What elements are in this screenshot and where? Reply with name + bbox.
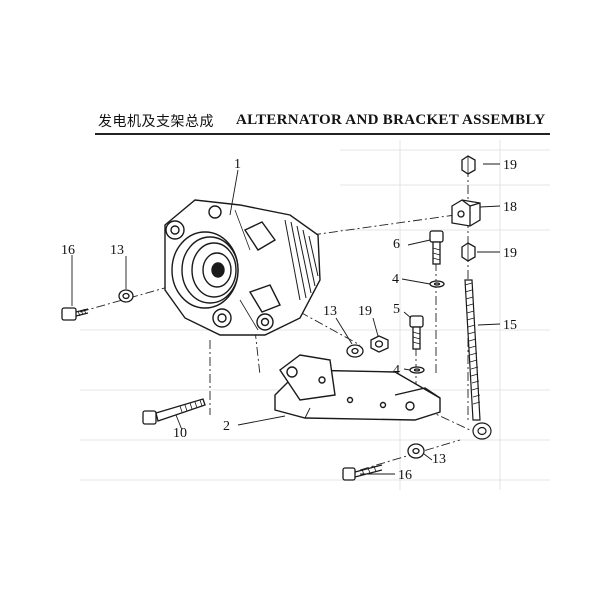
bolt-16-upper [61,307,89,321]
leader-lines [71,163,501,475]
callout-19-top: 19 [503,158,517,173]
callout-13-lower: 13 [432,452,446,467]
callout-15: 15 [503,318,517,333]
washer-13-lower [407,443,425,459]
callout-18: 18 [503,200,517,215]
bolt-5 [409,315,424,350]
washer-13-middle [346,344,364,358]
callout-16-upper: 16 [61,243,75,258]
nut-19-top [461,155,476,175]
callout-13-left: 13 [110,243,124,258]
bolt-10 [142,398,206,425]
alternator [164,199,321,336]
callout-19-middle: 19 [358,304,372,319]
callout-5: 5 [393,302,400,317]
callout-10: 10 [173,426,187,441]
adjusting-rod-15 [464,279,492,440]
callout-16-lower: 16 [398,468,412,483]
callout-6: 6 [393,237,400,252]
callout-4-lower: 4 [393,363,400,378]
nut-19-lower [461,242,476,262]
adjuster-block-18 [451,199,481,227]
washer-4-lower [409,366,425,374]
title-english: ALTERNATOR AND BRACKET ASSEMBLY [236,112,546,128]
washer-13-left [118,289,134,303]
title-rule [95,133,550,135]
bracket [274,354,441,421]
callout-labels: 1 2 4 4 5 6 10 13 13 13 15 16 16 18 19 1… [61,157,517,483]
nut-19-middle [370,335,389,353]
washer-4-upper [429,280,445,288]
bolt-16-lower [342,464,383,481]
callout-4-upper: 4 [392,272,399,287]
callout-1: 1 [234,157,241,172]
callout-2: 2 [223,419,230,434]
callout-19-lower: 19 [503,246,517,261]
callout-13-middle: 13 [323,304,337,319]
title-chinese: 发电机及支架总成 [98,114,214,130]
bolt-6 [429,230,444,265]
